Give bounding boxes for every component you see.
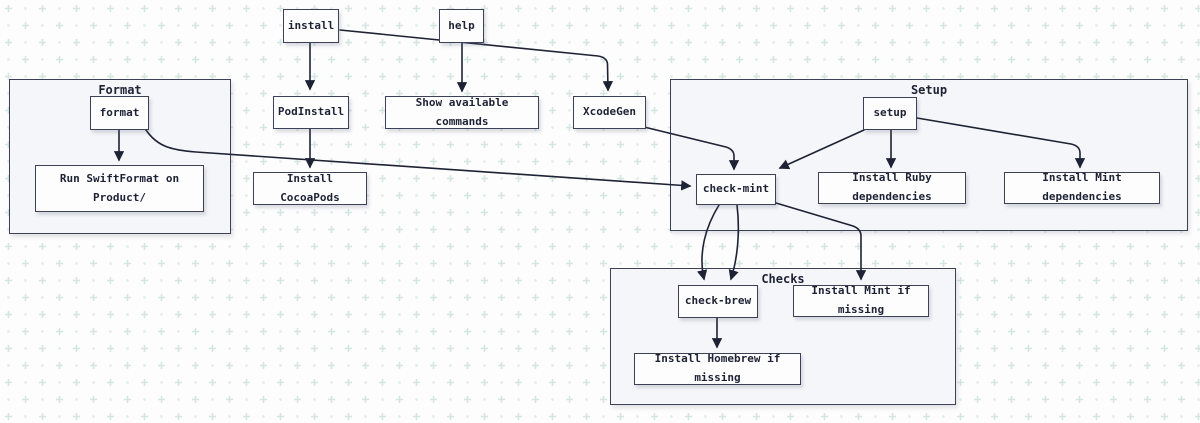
cluster-checks-title: Checks [761,272,805,286]
node-xcodegen: XcodeGen [573,96,646,129]
edge-setup-mintdeps [916,117,1086,169]
node-install-cocoapods: Install CocoaPods [253,172,367,205]
edge-setup-checkmint [778,129,865,170]
edge-checkmint-mintmissing [775,202,867,281]
edge-xcodegen-checkmint [643,126,740,171]
cluster-setup-title: Setup [910,83,948,97]
edge-install-xcodegen [339,29,614,92]
cluster-format-title: Format [98,83,142,97]
edge-checkmint-checkbrew-2 [728,204,740,281]
node-install-ruby-dependencies: Install Ruby dependencies [818,171,966,204]
node-format: format [90,96,149,130]
node-check-brew: check-brew [678,285,758,318]
node-install: install [283,9,339,43]
edge-format-checkmint [145,129,692,191]
cluster-setup: Setup [670,79,1188,231]
edge-checkmint-checkbrew-1 [697,204,720,281]
node-run-swiftformat: Run SwiftFormat on Product/ [35,165,204,212]
node-install-homebrew-if-missing: Install Homebrew if missing [634,352,801,385]
node-show-available-commands: Show available commands [385,96,539,129]
node-check-mint: check-mint [696,174,776,205]
node-help: help [439,9,484,43]
node-install-mint-dependencies: Install Mint dependencies [1004,171,1160,204]
node-podinstall: PodInstall [273,96,349,129]
node-setup: setup [863,97,917,130]
node-install-mint-if-missing: Install Mint if missing [793,284,929,317]
